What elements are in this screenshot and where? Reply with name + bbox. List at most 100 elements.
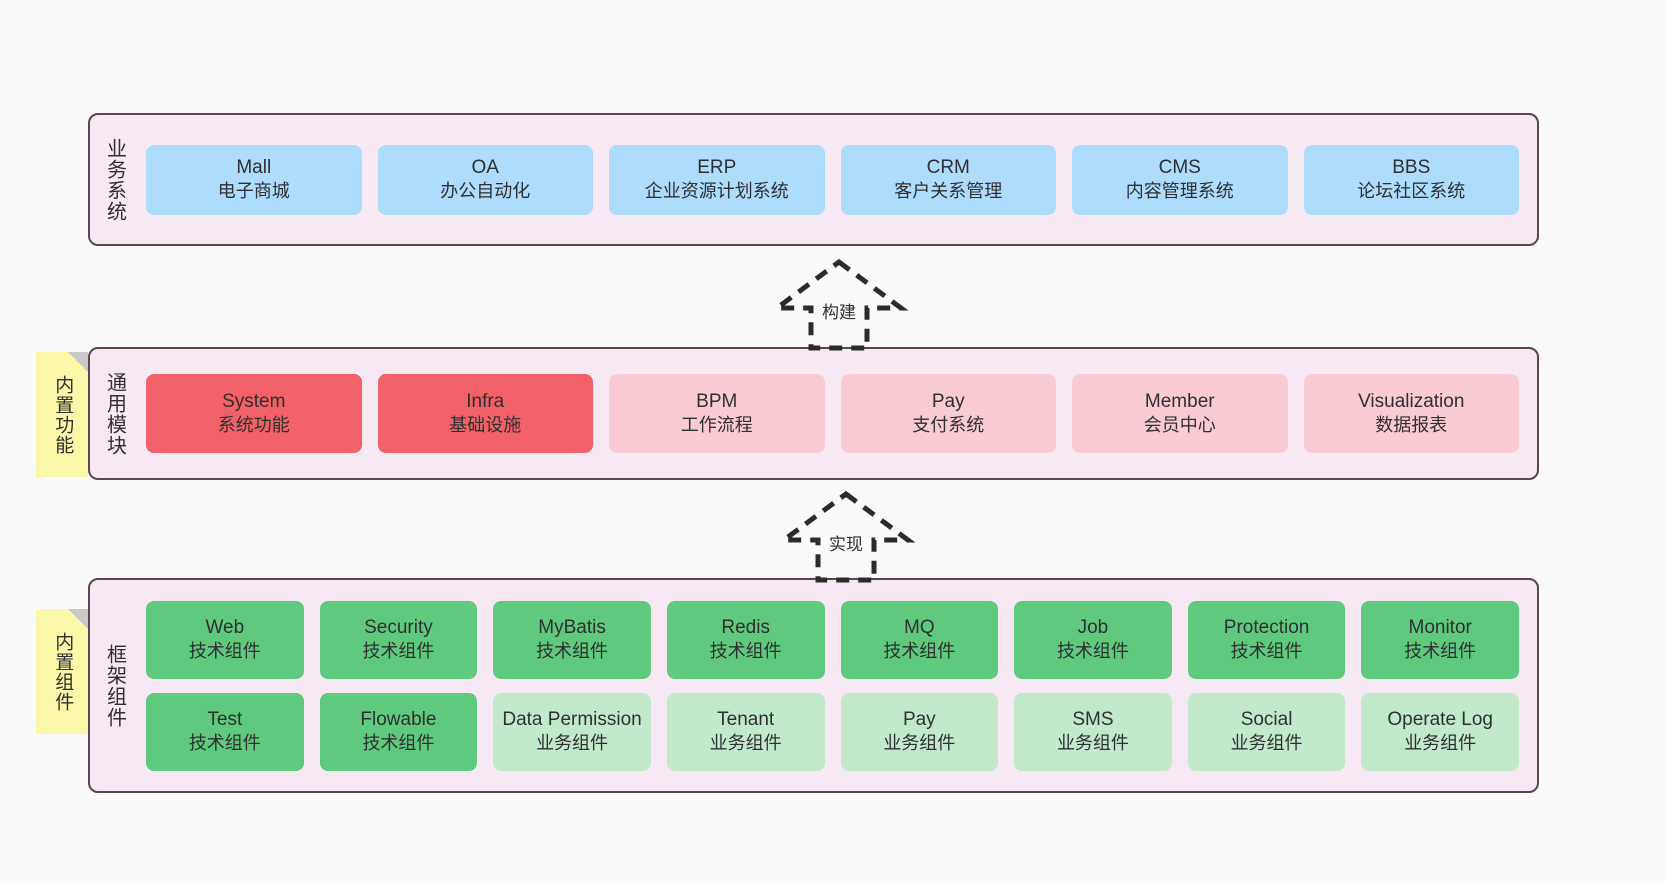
node-label-en: CMS [1158,156,1201,178]
connector-build-arrow: 构建 [764,258,914,351]
node-label-cn: 技术组件 [362,733,435,754]
node-label-cn: 技术组件 [1056,641,1129,662]
node-label-en: SMS [1072,708,1114,730]
node-label-cn: 业务组件 [1404,733,1477,754]
node-bbs[interactable]: BBS 论坛社区系统 [1303,144,1519,215]
node-label-en: CRM [926,156,970,178]
node-label-cn: 基础设施 [449,415,522,436]
layer-framework-components-title: 框架组件 [103,643,126,728]
node-label-en: MQ [904,616,935,638]
node-data-permission[interactable]: Data Permission 业务组件 [493,692,651,771]
node-label-en: Member [1144,390,1215,412]
node-protection[interactable]: Protection 技术组件 [1187,600,1346,679]
node-operate-log[interactable]: Operate Log 业务组件 [1361,692,1519,771]
node-label-en: Social [1240,708,1293,730]
layer-framework-components-body: Web 技术组件 Security 技术组件 MyBatis 技术组件 Redi… [138,580,1537,791]
layer-common-modules[interactable]: 通用模块 System 系统功能 Infra 基础设施 BPM 工作流程 Pay… [88,347,1539,480]
node-member[interactable]: Member 会员中心 [1072,374,1288,453]
node-label-cn: 企业资源计划系统 [644,181,789,202]
node-label-en: Infra [466,390,505,412]
node-label-en: Web [205,616,245,638]
node-social[interactable]: Social 业务组件 [1187,692,1346,771]
node-row: Web 技术组件 Security 技术组件 MyBatis 技术组件 Redi… [146,600,1519,679]
node-row: Test 技术组件 Flowable 技术组件 Data Permission … [146,692,1519,771]
node-cms[interactable]: CMS 内容管理系统 [1072,144,1288,215]
node-label-cn: 电子商城 [217,181,290,202]
node-label-cn: 工作流程 [680,415,753,436]
node-monitor[interactable]: Monitor 技术组件 [1361,600,1519,679]
layer-common-modules-body: System 系统功能 Infra 基础设施 BPM 工作流程 Pay 支付系统… [138,349,1537,478]
node-label-en: Security [364,616,433,638]
node-label-en: Pay [902,708,936,730]
node-security[interactable]: Security 技术组件 [319,600,478,679]
node-erp[interactable]: ERP 企业资源计划系统 [609,144,825,215]
node-row: System 系统功能 Infra 基础设施 BPM 工作流程 Pay 支付系统… [146,374,1519,453]
node-crm[interactable]: CRM 客户关系管理 [840,144,1056,215]
node-pay-component[interactable]: Pay 业务组件 [840,692,999,771]
node-label-en: Data Permission [502,708,642,730]
node-label-cn: 客户关系管理 [894,181,1003,202]
layer-common-modules-title: 通用模块 [103,371,126,456]
node-label-en: Pay [931,390,965,412]
node-label-cn: 技术组件 [1404,641,1477,662]
node-sms[interactable]: SMS 业务组件 [1014,692,1172,771]
node-label-cn: 业务组件 [709,733,782,754]
node-label-en: Test [207,708,243,730]
node-bpm[interactable]: BPM 工作流程 [609,374,825,453]
node-test[interactable]: Test 技术组件 [146,692,304,771]
node-label-cn: 业务组件 [1056,733,1129,754]
node-label-en: Monitor [1408,616,1472,638]
node-label-en: Tenant [717,708,775,730]
layer-business-system-body: Mall 电子商城 OA 办公自动化 ERP 企业资源计划系统 CRM 客户关系… [138,115,1537,244]
node-label-cn: 技术组件 [362,641,435,662]
connector-realize-label: 实现 [829,535,863,554]
node-label-en: MyBatis [538,616,606,638]
sticky-note-builtin-components[interactable]: 内置组件 [36,609,88,734]
node-label-cn: 技术组件 [188,733,261,754]
node-oa[interactable]: OA 办公自动化 [377,144,593,215]
connector-build-label: 构建 [822,303,856,322]
node-redis[interactable]: Redis 技术组件 [666,600,825,679]
node-label-cn: 数据报表 [1375,415,1448,436]
node-label-en: BBS [1392,156,1431,178]
node-label-cn: 技术组件 [1230,641,1303,662]
node-label-en: Flowable [360,708,437,730]
node-label-cn: 内容管理系统 [1125,181,1234,202]
node-label-en: OA [471,156,499,178]
node-pay-module[interactable]: Pay 支付系统 [840,374,1056,453]
node-label-en: Redis [721,616,770,638]
node-visualization[interactable]: Visualization 数据报表 [1303,374,1519,453]
node-label-cn: 论坛社区系统 [1357,181,1466,202]
node-mybatis[interactable]: MyBatis 技术组件 [493,600,651,679]
node-web[interactable]: Web 技术组件 [146,600,304,679]
node-label-en: ERP [697,156,737,178]
connector-realize-arrow: 实现 [771,490,921,583]
node-label-cn: 技术组件 [883,641,956,662]
node-label-en: System [222,390,286,412]
layer-business-system-title: 业务系统 [103,137,126,222]
node-label-cn: 业务组件 [536,733,609,754]
node-label-en: Mall [236,156,272,178]
sticky-note-builtin-features[interactable]: 内置功能 [36,352,88,477]
node-job[interactable]: Job 技术组件 [1014,600,1172,679]
layer-framework-components[interactable]: 框架组件 Web 技术组件 Security 技术组件 MyBatis 技术组件… [88,578,1539,793]
node-system[interactable]: System 系统功能 [146,374,362,453]
node-mall[interactable]: Mall 电子商城 [146,144,362,215]
node-mq[interactable]: MQ 技术组件 [840,600,999,679]
node-label-en: Operate Log [1387,708,1493,730]
node-label-en: Job [1077,616,1109,638]
node-label-cn: 会员中心 [1143,415,1216,436]
node-label-cn: 技术组件 [536,641,609,662]
node-label-cn: 业务组件 [1230,733,1303,754]
node-label-en: Visualization [1358,390,1465,412]
node-label-cn: 业务组件 [883,733,956,754]
node-flowable[interactable]: Flowable 技术组件 [319,692,478,771]
node-label-en: BPM [696,390,738,412]
node-label-cn: 办公自动化 [440,181,531,202]
node-tenant[interactable]: Tenant 业务组件 [666,692,825,771]
node-infra[interactable]: Infra 基础设施 [377,374,593,453]
node-label-cn: 技术组件 [709,641,782,662]
layer-business-system[interactable]: 业务系统 Mall 电子商城 OA 办公自动化 ERP 企业资源计划系统 CRM… [88,113,1539,246]
node-label-en: Protection [1223,616,1310,638]
